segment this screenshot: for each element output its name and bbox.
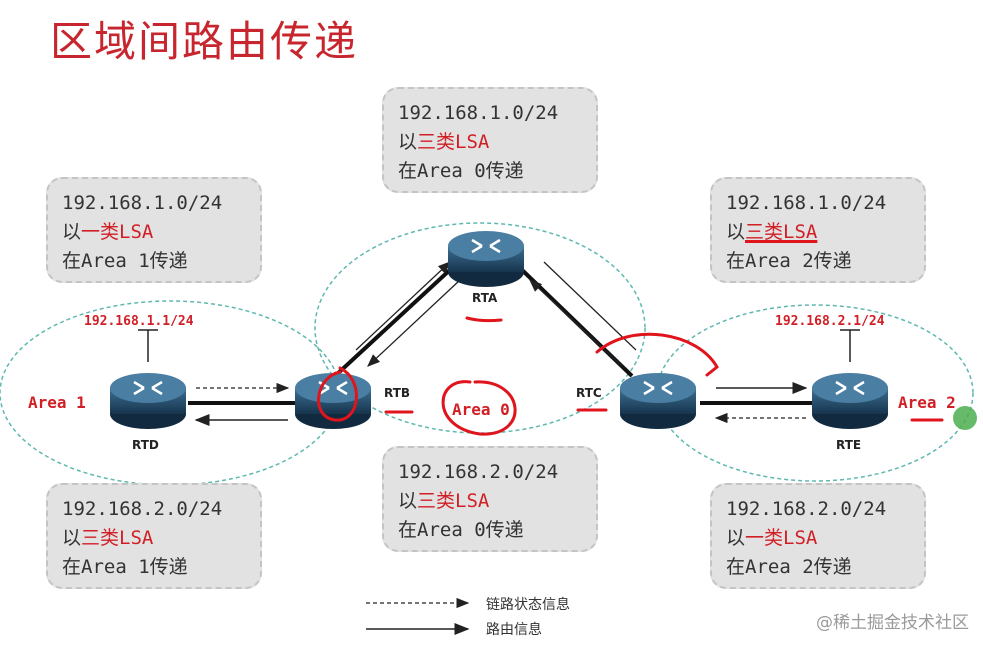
- info-box-area0-bottom: 192.168.2.0/24 以三类LSA 在Area 0传递: [382, 446, 598, 552]
- watermark: @稀土掘金技术社区: [816, 613, 969, 633]
- rte-label: RTE: [836, 438, 862, 452]
- rtd-ip-label: 192.168.1.1/24: [84, 314, 194, 329]
- info-box-rte-top: 192.168.1.0/24 以三类LSA 在Area 2传递: [710, 177, 926, 283]
- rta-label: RTA: [472, 291, 498, 305]
- info-box-rta-top: 192.168.1.0/24 以三类LSA 在Area 0传递: [382, 87, 598, 193]
- rtb-label: RTB: [384, 386, 411, 400]
- area0-label: Area 0: [452, 400, 510, 419]
- info-box-rtd-bottom: 192.168.2.0/24 以三类LSA 在Area 1传递: [46, 483, 262, 589]
- area1-label: Area 1: [28, 393, 86, 412]
- legend-dashed-label: 链路状态信息: [486, 597, 570, 613]
- router-rtc-icon: [620, 373, 696, 429]
- cursor-dot: [953, 406, 977, 430]
- rte-ip-label: 192.168.2.1/24: [775, 314, 885, 329]
- info-box-rtd-top: 192.168.1.0/24 以一类LSA 在Area 1传递: [46, 177, 262, 283]
- router-rtd-icon: [110, 373, 186, 429]
- area2-label: Area 2: [898, 393, 956, 412]
- router-rta-icon: [448, 231, 524, 287]
- area0-boundary: [314, 222, 646, 434]
- router-rte-icon: [812, 373, 888, 429]
- rtd-label: RTD: [132, 438, 159, 452]
- info-box-rte-bottom: 192.168.2.0/24 以一类LSA 在Area 2传递: [710, 483, 926, 589]
- rtc-label: RTC: [576, 386, 602, 400]
- link-rtb-rta: [333, 266, 454, 378]
- hand-annotations: [317, 316, 944, 436]
- page-title: 区域间路由传递: [50, 17, 359, 66]
- legend-solid-label: 路由信息: [486, 622, 542, 638]
